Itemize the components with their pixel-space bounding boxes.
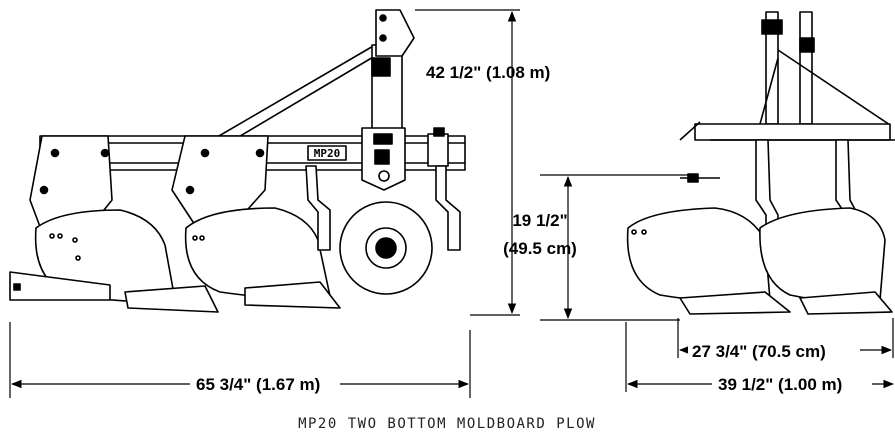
front-share-left — [679, 291, 791, 315]
clearance-label-line2: (49.5 cm) — [503, 239, 577, 258]
landside-bar — [9, 271, 111, 301]
front-share-right — [799, 291, 893, 315]
share-front — [124, 285, 219, 313]
front-moldboard-right — [759, 207, 886, 303]
length-label: 65 3/4" (1.67 m) — [196, 375, 320, 394]
front-view — [626, 11, 895, 315]
cut-width-label: 27 3/4" (70.5 cm) — [692, 342, 826, 361]
side-view: MP20 — [9, 9, 466, 313]
model-badge-text: MP20 — [314, 147, 341, 160]
model-badge — [307, 145, 347, 161]
clearance-label-line1: 19 1/2" — [512, 211, 567, 230]
overall-width-label: 39 1/2" (1.00 m) — [718, 375, 842, 394]
height-label: 42 1/2" (1.08 m) — [426, 63, 550, 82]
share-rear — [244, 281, 341, 309]
colter-arm-right — [435, 165, 461, 251]
top-link-brace — [211, 44, 381, 149]
front-moldboard-left — [626, 207, 771, 303]
colter-arm-left — [305, 165, 331, 251]
diagram-caption: MP20 TWO BOTTOM MOLDBOARD PLOW — [298, 416, 596, 432]
mast-plate — [375, 9, 415, 57]
cross-beam — [694, 123, 891, 141]
